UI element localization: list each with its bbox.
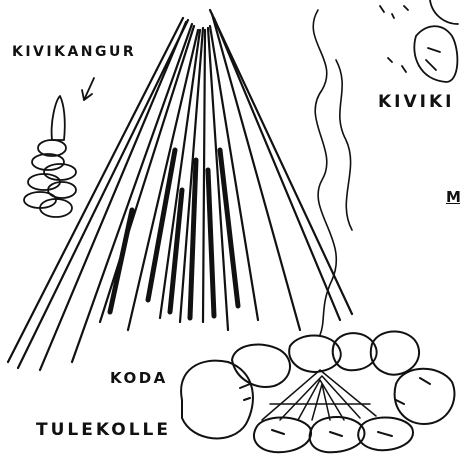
label-kiviki: KIVIKI — [378, 92, 454, 112]
label-m: M — [446, 188, 460, 206]
label-koda: KODA — [110, 369, 168, 387]
smoke — [313, 10, 352, 335]
fire-wood — [262, 370, 376, 420]
arrow-icon — [82, 78, 94, 100]
fire-stones — [181, 331, 454, 452]
stone-top-right — [380, 0, 458, 82]
stone-cairn — [24, 96, 76, 217]
label-kivikangur: KIVIKANGUR — [12, 44, 136, 60]
label-tulekolle: TULEKOLLE — [36, 420, 171, 440]
